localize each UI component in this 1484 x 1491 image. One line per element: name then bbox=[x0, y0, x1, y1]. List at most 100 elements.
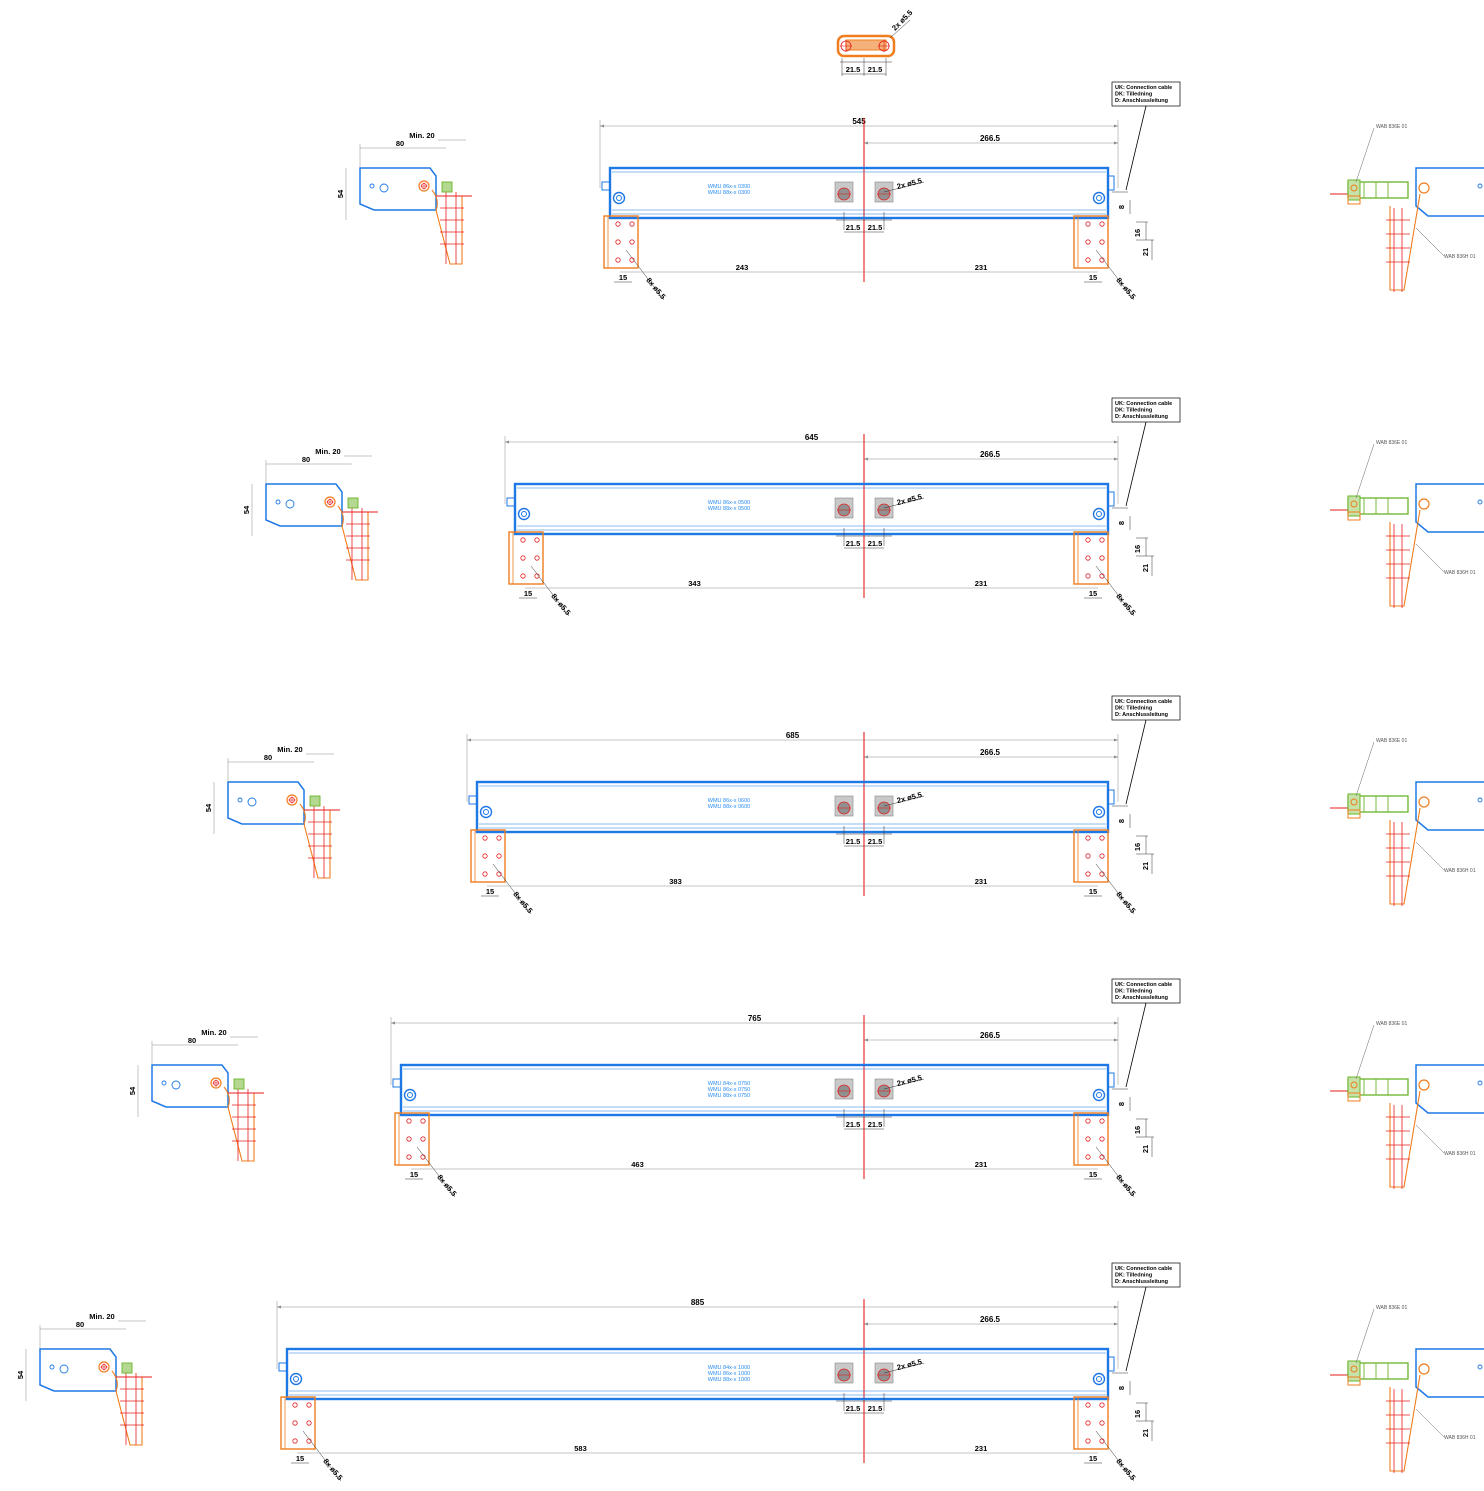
right-dim-label: 21 bbox=[1141, 1145, 1150, 1153]
bracket-hole bbox=[1099, 221, 1105, 227]
leader-line bbox=[1095, 249, 1135, 301]
leader-line bbox=[883, 497, 925, 509]
side-hole bbox=[161, 1080, 167, 1086]
bracket-hole bbox=[1085, 239, 1091, 245]
right-dim-label: 21 bbox=[1141, 1429, 1150, 1437]
leader-line bbox=[530, 565, 570, 617]
bracket-hole bbox=[496, 835, 502, 841]
side-min-label: Min. 20 bbox=[89, 1312, 114, 1321]
leader-line bbox=[1415, 227, 1445, 257]
terminal-core bbox=[616, 195, 622, 201]
dim-label: 21.5 bbox=[846, 65, 861, 74]
wall-bracket-right: 8x ø5.515 bbox=[1073, 829, 1138, 915]
heater-body bbox=[285, 1347, 1110, 1401]
left-span-label: 463 bbox=[631, 1160, 644, 1169]
pitch-label: 15 bbox=[410, 1170, 418, 1179]
bracket-hole bbox=[306, 1402, 312, 1408]
bracket-hole bbox=[482, 853, 488, 859]
clip-pin bbox=[1350, 1365, 1358, 1373]
side-width-label: 80 bbox=[188, 1036, 196, 1045]
side-hole bbox=[285, 499, 295, 509]
center-note: 2x ø5.5 bbox=[896, 176, 923, 191]
end-cap-right bbox=[1107, 491, 1115, 507]
bracket-hole bbox=[1085, 853, 1091, 859]
bracket-hole bbox=[615, 257, 621, 263]
center-dim-label: 21.5 bbox=[846, 837, 861, 846]
side-profile bbox=[227, 781, 305, 825]
hole-note: 2x ø5.5 bbox=[890, 8, 914, 32]
note-leader bbox=[1125, 421, 1147, 507]
wall-bracket-right: 8x ø5.515 bbox=[1073, 531, 1138, 617]
terminal-ring bbox=[1092, 1088, 1106, 1102]
bracket-hole bbox=[1099, 239, 1105, 245]
right-dim-label: 8 bbox=[1117, 205, 1126, 209]
overall-dim-label: 685 bbox=[786, 731, 800, 740]
wall-arm bbox=[431, 189, 463, 265]
half-dim-label: 266.5 bbox=[980, 134, 1001, 143]
pivot-ring bbox=[1418, 1363, 1430, 1375]
hole-note: 8x ø5.5 bbox=[549, 592, 572, 617]
bracket-hole bbox=[1099, 853, 1105, 859]
clip-pin bbox=[1350, 798, 1358, 806]
end-cap-right bbox=[1107, 1072, 1115, 1088]
note-line: D: Anschlussleitung bbox=[1115, 98, 1168, 104]
bracket-hole bbox=[1085, 537, 1091, 543]
right-dim-label: 8 bbox=[1117, 819, 1126, 823]
clip-icon bbox=[121, 1362, 133, 1374]
pitch-label: 15 bbox=[1089, 1454, 1097, 1463]
bracket-frame bbox=[394, 1112, 430, 1166]
side-min-label: Min. 20 bbox=[315, 447, 340, 456]
wall-arm bbox=[1389, 509, 1421, 607]
clip-end bbox=[1347, 1360, 1361, 1382]
bolt-hole-icon bbox=[326, 498, 334, 506]
leader-line bbox=[625, 249, 665, 301]
bracket-hole bbox=[1085, 1420, 1091, 1426]
side-min-label: Min. 20 bbox=[277, 745, 302, 754]
note-leader bbox=[1125, 105, 1147, 191]
clip-pin bbox=[1350, 500, 1358, 508]
pitch-label: 15 bbox=[1089, 589, 1097, 598]
right-span-label: 231 bbox=[975, 877, 988, 886]
note-box bbox=[1111, 978, 1181, 1004]
side-profile bbox=[265, 483, 343, 527]
wall-bracket-left: 8x ø5.515 bbox=[394, 1112, 459, 1198]
bracket-hole bbox=[534, 537, 540, 543]
end-profile bbox=[1415, 483, 1484, 533]
end-cap-right bbox=[1107, 1356, 1115, 1372]
terminal-core bbox=[1096, 1092, 1102, 1098]
terminal-core bbox=[1096, 1376, 1102, 1382]
dim-label: 21.5 bbox=[868, 65, 883, 74]
note-line: D: Anschlussleitung bbox=[1115, 1279, 1168, 1285]
bracket-hole bbox=[1085, 835, 1091, 841]
end-label-bottom: WAB 836H 01 bbox=[1444, 868, 1476, 874]
model-label: WMU 86x-x 0600 bbox=[708, 798, 751, 804]
model-label: WMU 88x-x 0500 bbox=[708, 506, 751, 512]
bracket-frame bbox=[603, 215, 639, 269]
model-label: WMU 86x-x 1000 bbox=[708, 1371, 751, 1377]
end-label-top: WAB 836E 01 bbox=[1376, 738, 1407, 744]
wall-arm bbox=[1389, 807, 1421, 905]
center-dim-label: 21.5 bbox=[846, 1120, 861, 1129]
bracket-outline bbox=[836, 34, 896, 58]
bracket-hole bbox=[1099, 1136, 1105, 1142]
model-label: WMU 88x-x 0600 bbox=[708, 804, 751, 810]
end-profile bbox=[1415, 1064, 1484, 1114]
model-label: WMU 88x-x 0300 bbox=[708, 190, 751, 196]
arrow-head bbox=[864, 755, 868, 759]
terminal-core bbox=[1096, 809, 1102, 815]
leader-line bbox=[1355, 127, 1375, 183]
end-cap-left bbox=[468, 795, 478, 805]
arrow-head bbox=[1114, 440, 1118, 444]
leader-line bbox=[883, 795, 925, 807]
wall-arm bbox=[111, 1370, 143, 1446]
leader-line bbox=[883, 181, 925, 193]
terminal-ring bbox=[289, 1372, 303, 1386]
leader-line bbox=[1095, 565, 1135, 617]
